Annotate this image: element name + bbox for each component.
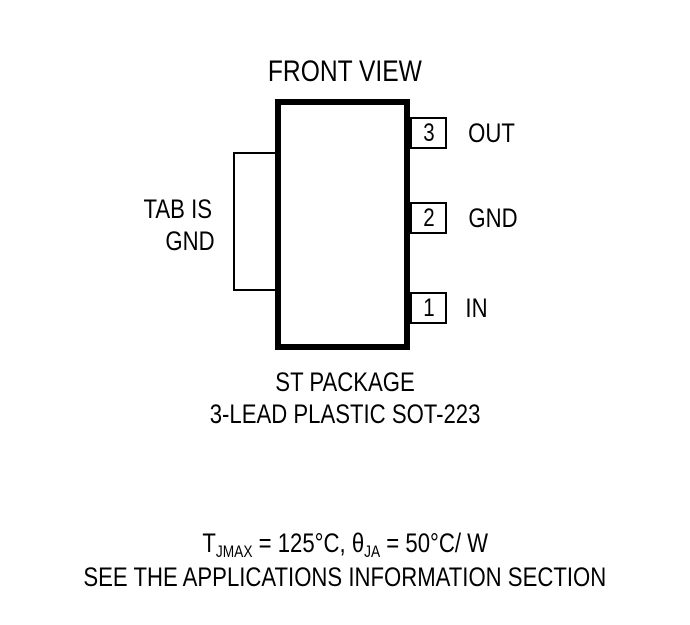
pin-number-1: 1 xyxy=(422,293,435,322)
tab-bracket xyxy=(233,152,281,291)
applications-information-note: SEE THE APPLICATIONS INFORMATION SECTION xyxy=(83,562,607,592)
theta-value: = 50°C/ W xyxy=(379,528,488,558)
package-body-outline xyxy=(275,99,410,350)
pin-label-gnd: GND xyxy=(468,203,518,233)
pin-number-2: 2 xyxy=(422,203,435,232)
pin-number-box-1: 1 xyxy=(410,292,447,324)
theta-subscript: JA xyxy=(363,542,380,562)
tab-label-line-2: GND xyxy=(165,226,215,256)
front-view-title: FRONT VIEW xyxy=(0,55,690,89)
tab-is-gnd-label: TAB IS GND xyxy=(60,193,220,257)
package-caption: ST PACKAGE 3-LEAD PLASTIC SOT-223 xyxy=(0,366,690,430)
package-caption-line-2: 3-LEAD PLASTIC SOT-223 xyxy=(209,399,481,429)
thermal-spec-line: TJMAX = 125°C, θJA = 50°C/ W xyxy=(0,526,690,569)
package-caption-line-1: ST PACKAGE xyxy=(275,367,415,397)
tjmax-value: = 125°C, xyxy=(252,528,352,558)
tjmax-subscript: JMAX xyxy=(215,542,253,562)
pin-label-in: IN xyxy=(465,293,488,323)
pin-label-out: OUT xyxy=(468,118,515,148)
pin-number-3: 3 xyxy=(422,118,435,147)
pin-number-box-2: 2 xyxy=(410,202,447,234)
theta-symbol: θ xyxy=(351,528,364,558)
tab-label-line-1: TAB IS xyxy=(143,194,213,224)
front-view-title-text: FRONT VIEW xyxy=(268,55,422,88)
tjmax-symbol: T xyxy=(202,528,216,558)
pin-number-box-3: 3 xyxy=(410,117,447,149)
